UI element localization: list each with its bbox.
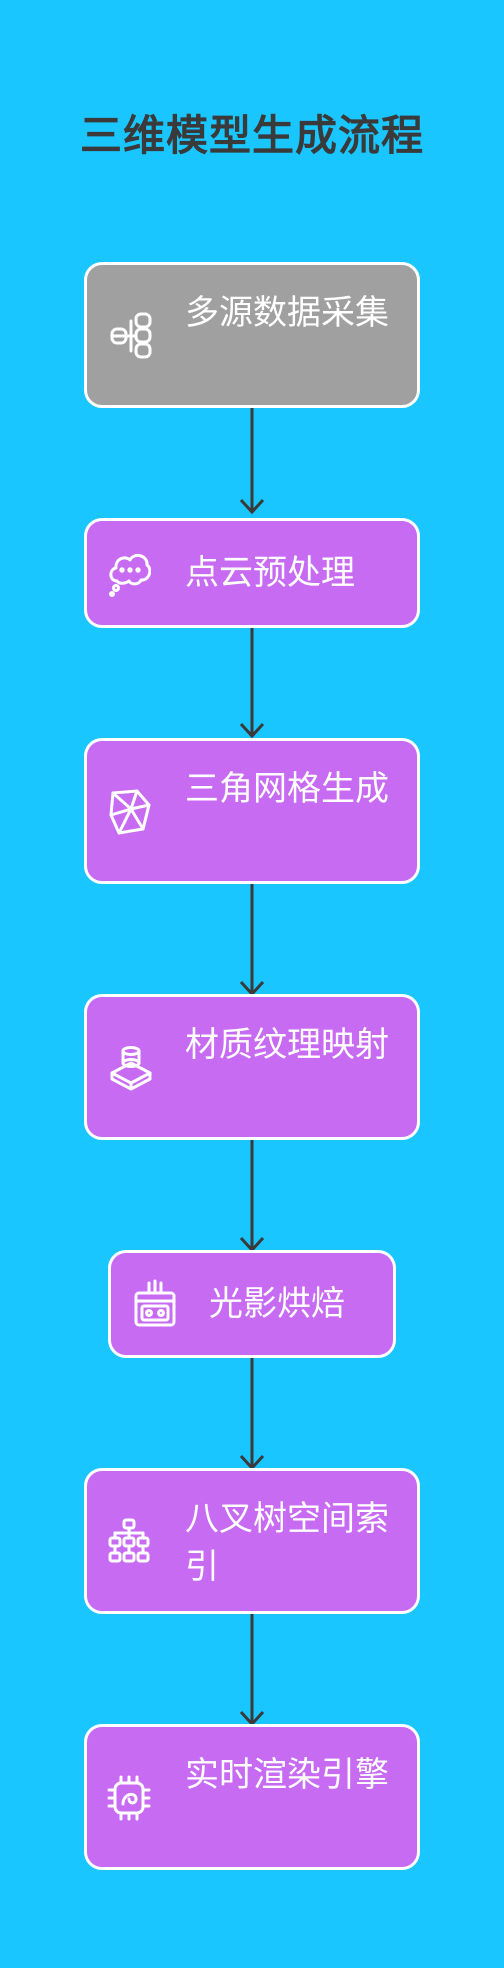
node-label: 材质纹理映射 (185, 1025, 389, 1065)
flow-node-octree-index[interactable]: 八叉树空间索引 (84, 1468, 420, 1614)
flow-node-mesh-generation[interactable]: 三角网格生成 (84, 738, 420, 884)
flow-node-pointcloud-preprocessing[interactable]: 点云预处理 (84, 518, 420, 628)
server-stack-icon (109, 311, 153, 361)
thought-bubble-icon (107, 547, 151, 597)
arrowhead-4 (239, 1236, 265, 1253)
arrowhead-5 (239, 1454, 265, 1471)
flow-node-light-baking[interactable]: 光影烘焙 (108, 1250, 396, 1358)
flow-node-realtime-render-engine[interactable]: 实时渲染引擎 (84, 1724, 420, 1870)
node-label: 光影烘焙 (209, 1284, 345, 1324)
oven-icon (133, 1279, 177, 1329)
node-label: 八叉树空间索引 (185, 1499, 389, 1587)
diagram-title: 三维模型生成流程 (79, 111, 424, 160)
node-label: 点云预处理 (185, 553, 355, 593)
node-label: 实时渲染引擎 (185, 1755, 389, 1795)
processor-chip-icon (107, 1773, 151, 1823)
arrowhead-6 (239, 1710, 265, 1727)
node-label: 多源数据采集 (185, 293, 389, 333)
arrowhead-2 (239, 722, 265, 739)
arrowhead-1 (239, 498, 265, 515)
flow-node-texture-mapping[interactable]: 材质纹理映射 (84, 994, 420, 1140)
node-label: 三角网格生成 (185, 769, 389, 809)
flow-node-data-acquisition[interactable]: 多源数据采集 (84, 262, 420, 408)
arrowhead-3 (239, 980, 265, 997)
object-on-platform-icon (109, 1043, 153, 1093)
mesh-polygon-icon (107, 787, 151, 837)
hierarchy-tree-icon (107, 1517, 151, 1567)
